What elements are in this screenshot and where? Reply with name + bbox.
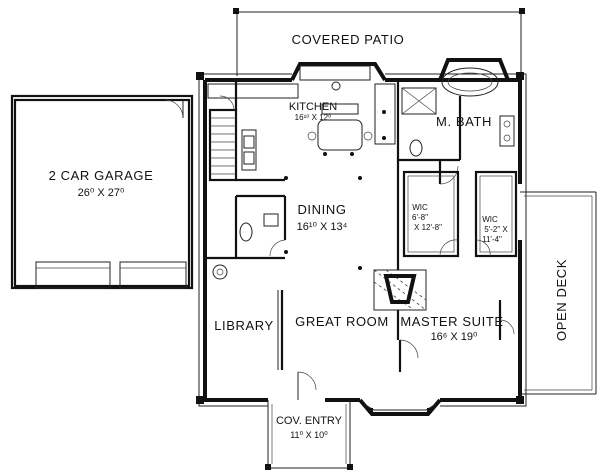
open-deck-area [520, 191, 597, 395]
master-suite-label: MASTER SUITE [400, 314, 503, 329]
master-suite-size: 16⁶ X 19⁰ [431, 331, 478, 343]
master-bath-label: M. BATH [436, 114, 492, 129]
master-bath-area [396, 58, 515, 258]
wic-left-label: WIC [412, 203, 428, 212]
covered-patio-area [233, 8, 525, 76]
cov-entry-label: COV. ENTRY [276, 415, 343, 427]
stairs-area [208, 80, 285, 182]
garage-size: 26⁰ X 27⁰ [78, 187, 125, 199]
library-label: LIBRARY [214, 318, 274, 333]
covered-patio-label: COVERED PATIO [292, 32, 405, 47]
house-outline [196, 72, 527, 407]
wic-left-length: X 12'-8" [414, 223, 442, 232]
powder-room [234, 194, 287, 260]
open-deck-label: OPEN DECK [554, 259, 569, 341]
kitchen-label: KITCHEN [289, 101, 337, 113]
kitchen-size: 16¹⁰ X 12⁰ [295, 113, 332, 122]
wic-closets [402, 170, 518, 258]
cov-entry-size: 11⁰ X 10⁰ [290, 430, 328, 440]
garage-label: 2 CAR GARAGE [49, 168, 154, 183]
fireplace [373, 258, 427, 340]
kitchen-area [207, 62, 396, 156]
great-room-label: GREAT ROOM [295, 314, 389, 329]
wic-right-length: 11'-4" [482, 235, 502, 244]
interior-walls [284, 176, 515, 400]
wic-left-width: 6'-8" [412, 213, 428, 222]
library-area [205, 250, 288, 370]
covered-entry-area [265, 400, 353, 470]
dining-size: 16¹⁰ X 13⁴ [297, 221, 348, 233]
wic-right-label: WIC [482, 215, 498, 224]
master-bay-window [358, 398, 442, 416]
dining-label: DINING [297, 202, 346, 217]
wic-right-width: 5'-2" X [484, 225, 508, 234]
garage-area [10, 94, 194, 290]
